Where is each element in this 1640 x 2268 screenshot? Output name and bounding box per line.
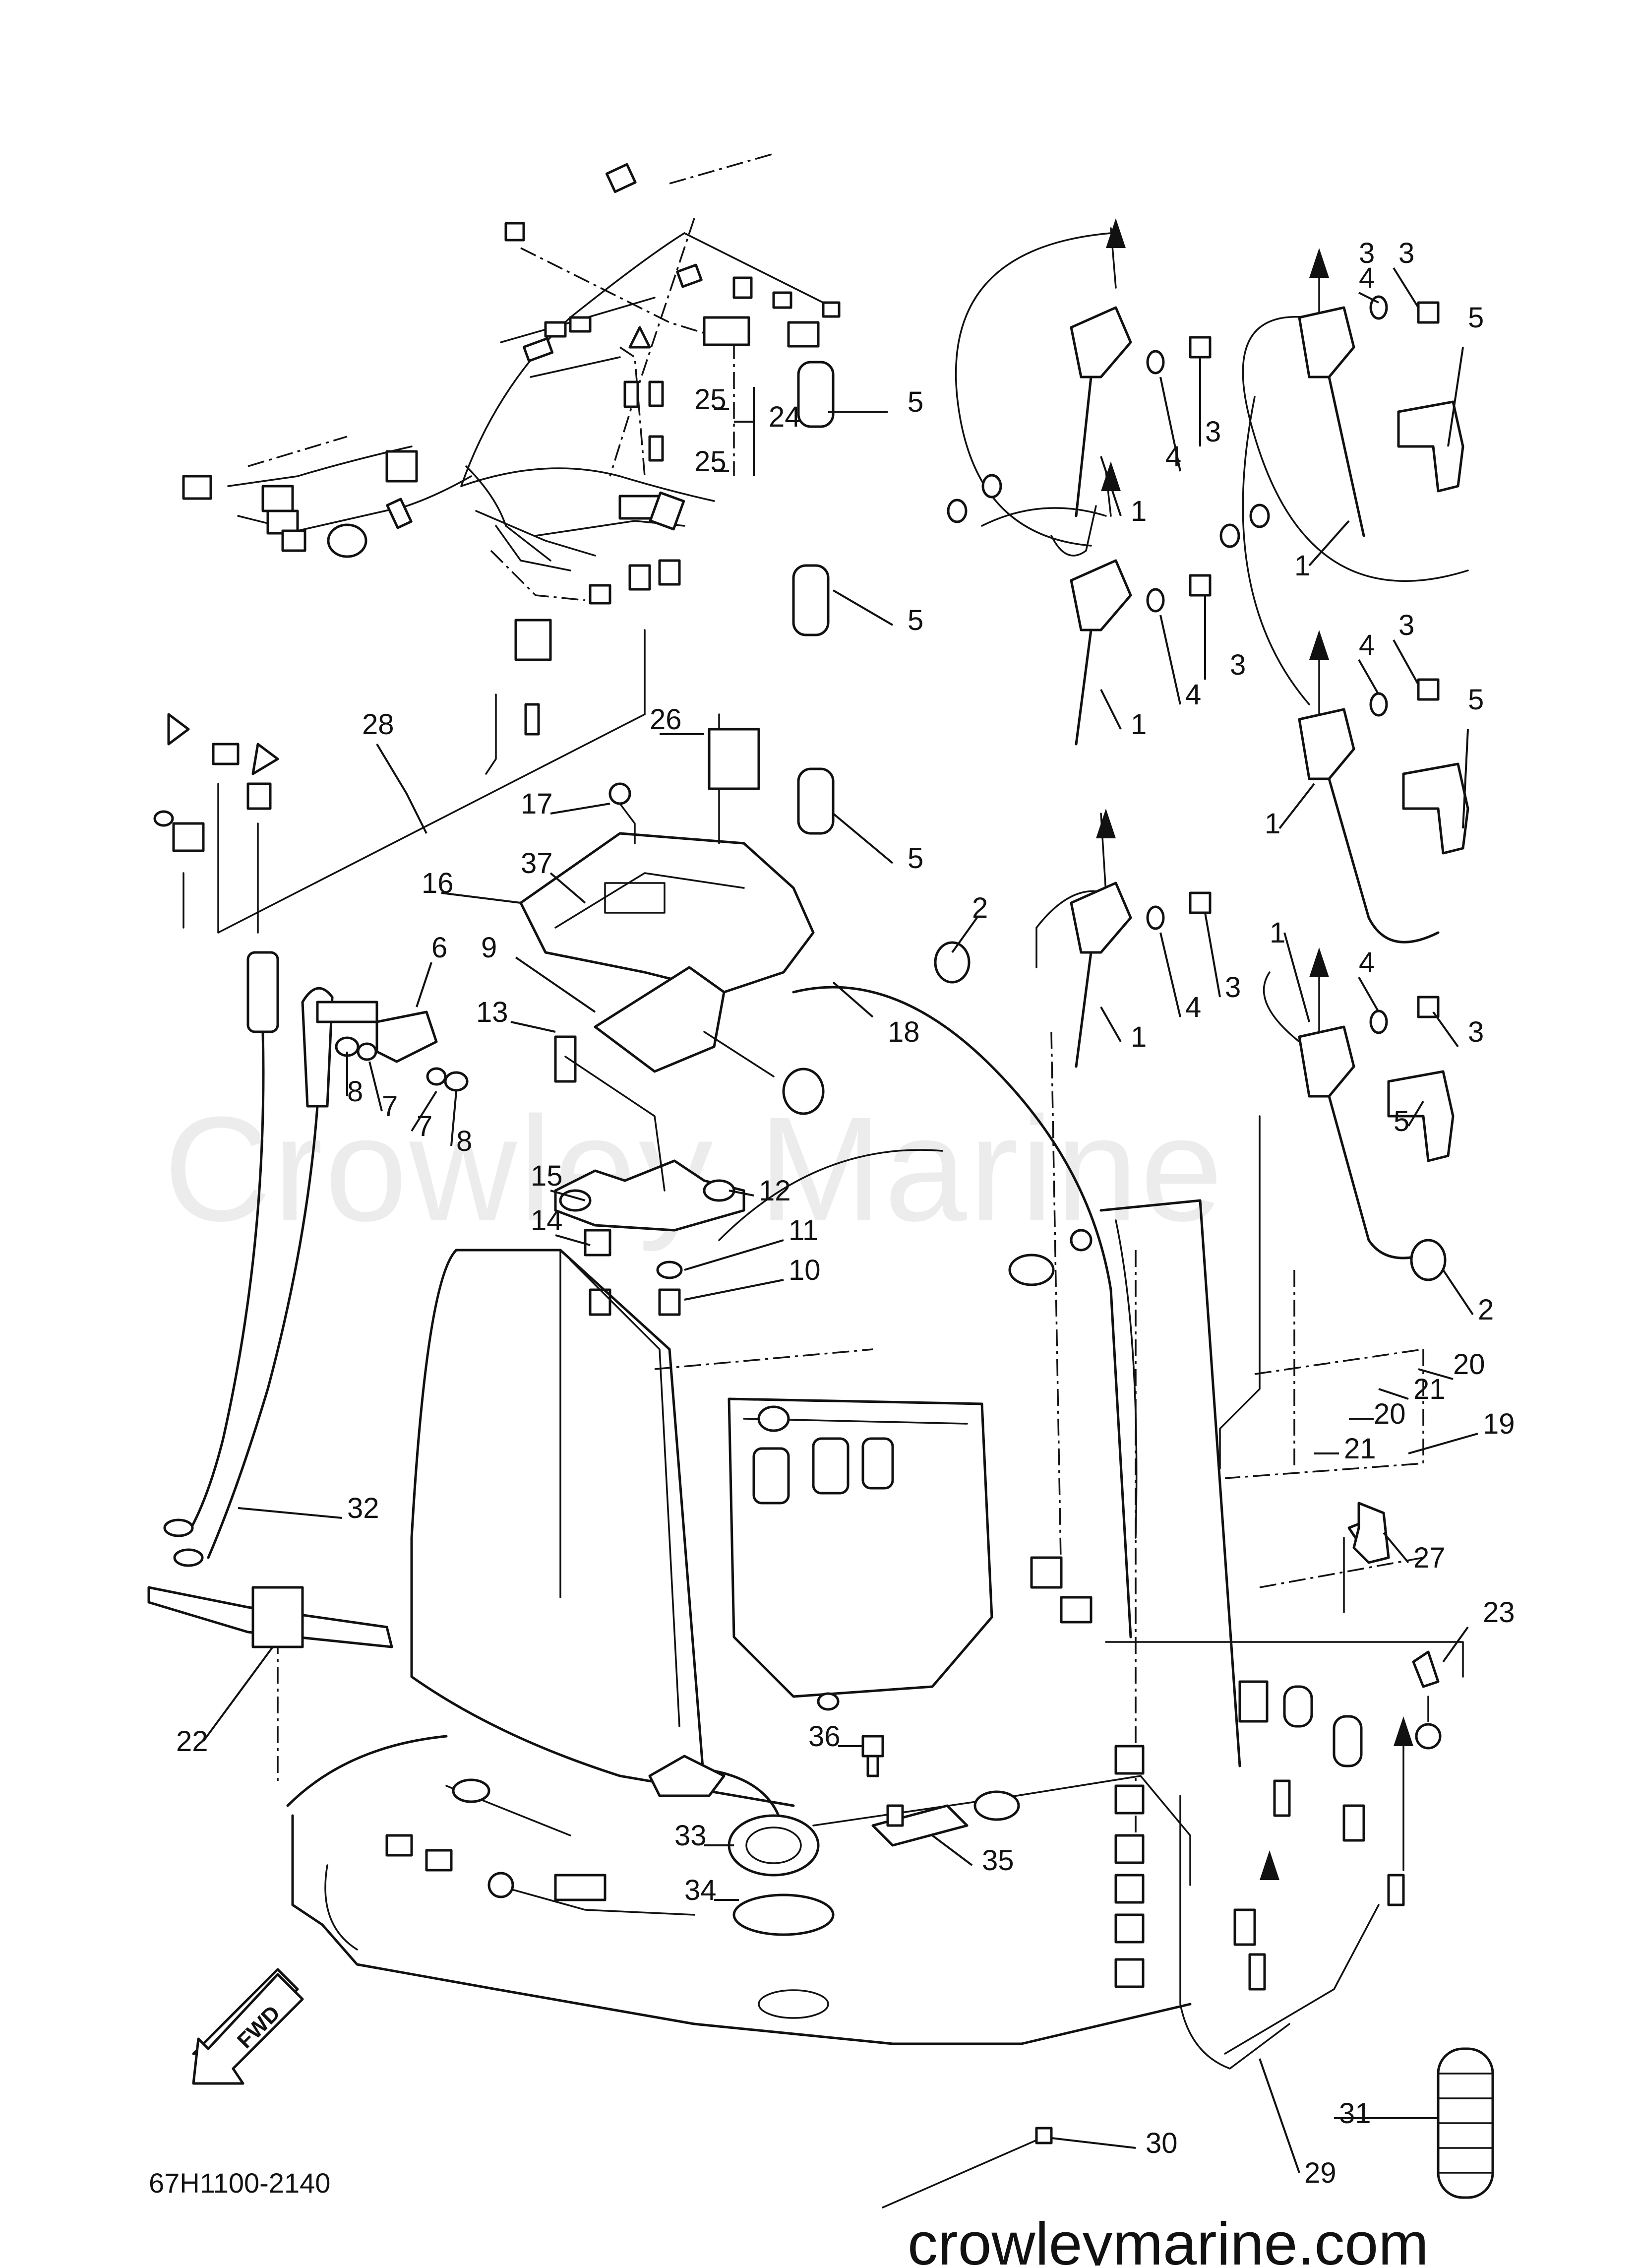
site-footer: crowleymarine.com [908, 2210, 1429, 2266]
callout-1: 1 [1294, 550, 1310, 582]
callout-4: 4 [1185, 991, 1201, 1023]
callout-11: 11 [789, 1214, 818, 1247]
callout-3: 3 [1225, 971, 1241, 1004]
callout-10: 10 [789, 1254, 821, 1286]
callout-8: 8 [347, 1075, 363, 1108]
callout-4: 4 [1359, 262, 1375, 294]
callout-21: 21 [1413, 1373, 1446, 1405]
callout-14: 14 [531, 1204, 563, 1237]
connector-stack [1114, 1745, 1145, 1988]
callout-17: 17 [521, 788, 553, 820]
callout-5: 5 [1394, 1105, 1409, 1137]
callout-25: 25 [694, 383, 727, 416]
callout-1: 1 [1131, 1021, 1147, 1053]
callout-23: 23 [1483, 1596, 1515, 1629]
callout-4: 4 [1359, 629, 1375, 661]
callout-21: 21 [1344, 1433, 1376, 1465]
drawing-code: 67H1100-2140 [149, 2167, 330, 2199]
callout-3: 3 [1359, 237, 1375, 269]
callout-2: 2 [1478, 1294, 1494, 1326]
callout-3: 3 [1398, 237, 1414, 269]
part-callouts: 1111112233333334444445555556778891011121… [176, 237, 1515, 2189]
callout-28: 28 [362, 708, 394, 741]
callout-7: 7 [417, 1110, 432, 1142]
wiring-harness [182, 153, 841, 661]
callout-6: 6 [431, 932, 447, 964]
callout-1: 1 [1131, 708, 1147, 741]
callout-18: 18 [888, 1016, 920, 1048]
callout-5: 5 [908, 842, 923, 875]
callout-12: 12 [759, 1175, 791, 1207]
callout-13: 13 [476, 996, 508, 1028]
callout-19: 19 [1483, 1408, 1515, 1440]
callout-2: 2 [972, 892, 988, 924]
leader-lines [202, 267, 1478, 2173]
callout-35: 35 [982, 1844, 1014, 1877]
callout-1: 1 [1270, 917, 1285, 949]
callout-9: 9 [481, 932, 497, 964]
bottom-cowling [286, 1735, 1192, 2045]
callout-1: 1 [1265, 808, 1280, 840]
callout-32: 32 [347, 1492, 379, 1524]
callout-25: 25 [694, 445, 727, 478]
watermark: Crowley Marine [164, 1085, 1225, 1253]
callout-3: 3 [1205, 416, 1221, 448]
misc-parts [147, 1502, 1494, 2208]
fwd-arrow-icon: FWD [192, 1968, 304, 2085]
bracket-cover [519, 713, 815, 994]
callout-3: 3 [1468, 1016, 1484, 1048]
grommet-stack [1437, 2047, 1494, 2199]
sub-harness [153, 629, 646, 934]
callout-5: 5 [1468, 684, 1484, 716]
callout-16: 16 [422, 867, 454, 899]
callout-5: 5 [1468, 302, 1484, 334]
callout-7: 7 [382, 1090, 398, 1123]
callout-1: 1 [1131, 495, 1147, 527]
ecu-bracket [554, 966, 825, 1316]
callout-5: 5 [908, 604, 923, 636]
callout-37: 37 [521, 847, 553, 880]
callout-30: 30 [1146, 2127, 1178, 2159]
callout-15: 15 [531, 1160, 563, 1192]
callout-5: 5 [908, 386, 923, 418]
callout-27: 27 [1413, 1542, 1446, 1574]
callout-26: 26 [650, 703, 682, 736]
callout-22: 22 [176, 1725, 208, 1758]
callout-36: 36 [808, 1720, 841, 1753]
callout-20: 20 [1453, 1348, 1485, 1381]
callout-3: 3 [1230, 649, 1246, 681]
callout-20: 20 [1374, 1398, 1406, 1430]
callout-4: 4 [1165, 441, 1181, 473]
callout-4: 4 [1185, 679, 1201, 711]
callout-29: 29 [1304, 2157, 1336, 2189]
callout-33: 33 [674, 1820, 707, 1852]
callout-8: 8 [456, 1125, 472, 1157]
ignition-coils [792, 218, 1469, 1281]
bolts-washers [934, 295, 1447, 1281]
callout-4: 4 [1359, 946, 1375, 979]
terminal-leads [163, 951, 469, 1567]
callout-31: 31 [1339, 2097, 1371, 2130]
callout-34: 34 [684, 1874, 717, 1906]
callout-24: 24 [769, 401, 801, 433]
callout-3: 3 [1398, 609, 1414, 641]
